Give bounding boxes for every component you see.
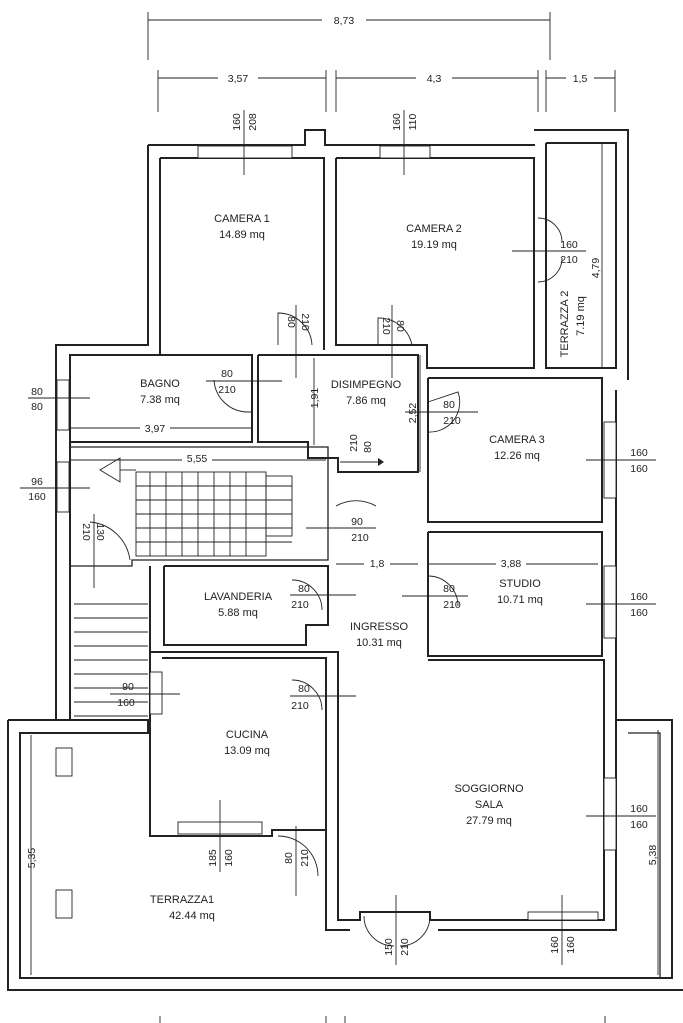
dim-studio-width: 3,88 [501, 558, 522, 570]
bagno-door-height: 210 [218, 384, 236, 396]
lav-door-width: 80 [298, 583, 310, 595]
bagno-door-width: 80 [221, 368, 233, 380]
dimension-lines [30, 12, 659, 1023]
room-camera2-name: CAMERA 2 [406, 223, 462, 235]
stair-door-width: 130 [94, 523, 106, 541]
stair-door-height: 210 [80, 523, 92, 541]
cucina-terrace-door-width: 80 [283, 852, 295, 864]
room-disimpegno-name: DISIMPEGNO [331, 379, 402, 391]
dim-ingresso-width: 1,8 [370, 558, 385, 570]
entry-door-width: 150 [383, 938, 395, 956]
disimp-door-width: 80 [362, 441, 374, 453]
studio-door-width: 80 [443, 583, 455, 595]
room-ingresso-area: 10.31 mq [356, 637, 402, 649]
dimension-labels: 8,73 3,57 4,3 1,5 4,79 1,91 2,52 3,97 5,… [26, 12, 659, 868]
room-cucina-name: CUCINA [226, 729, 269, 741]
room-studio-area: 10.71 mq [497, 594, 543, 606]
walls [7, 129, 683, 991]
room-camera3-name: CAMERA 3 [489, 434, 545, 446]
cam3-door-width: 80 [443, 399, 455, 411]
dim-terrace2-height: 4,79 [590, 258, 602, 279]
cucina-side-window-width: 90 [122, 681, 134, 693]
dim-top-middle: 4,3 [427, 73, 442, 85]
dim-stair-width: 5,55 [187, 453, 208, 465]
room-disimpegno-area: 7.86 mq [346, 395, 386, 407]
dim-terrace1-right: 5,38 [647, 845, 659, 866]
room-ingresso-name: INGRESSO [350, 621, 409, 633]
cam2-window-height: 110 [407, 113, 419, 130]
cucina-terrace-door-height: 210 [299, 849, 311, 867]
cucina-side-window-height: 160 [117, 697, 135, 709]
room-soggiorno-name: SOGGIORNO [454, 783, 524, 795]
room-camera3-area: 12.26 mq [494, 450, 540, 462]
staircase [74, 457, 293, 717]
room-studio-name: STUDIO [499, 578, 541, 590]
room-terrazza1-name: TERRAZZA1 [150, 894, 214, 906]
bagno-window-width: 80 [31, 386, 43, 398]
cam1-door-height: 210 [299, 313, 311, 331]
opening-labels: 160 208 160 110 160 210 80 210 80 210 80… [20, 110, 656, 965]
stair-window-height: 160 [28, 491, 46, 503]
room-camera1-name: CAMERA 1 [214, 213, 270, 225]
dim-disimpegno-side: 2,52 [407, 403, 419, 424]
room-terrazza2-name: TERRAZZA 2 [559, 291, 571, 358]
room-lavanderia-area: 5.88 mq [218, 607, 258, 619]
room-lavanderia-name: LAVANDERIA [204, 591, 273, 603]
disimp-door-height: 210 [348, 434, 360, 452]
room-bagno-area: 7.38 mq [140, 394, 180, 406]
dim-disimpegno-height: 1,91 [309, 388, 321, 409]
studio-window-height: 160 [630, 607, 648, 619]
lav-door-height: 210 [291, 599, 309, 611]
ter2-door-height: 210 [560, 254, 578, 266]
room-labels: CAMERA 1 14.89 mq CAMERA 2 19.19 mq TERR… [140, 213, 587, 922]
dim-overall-width: 8,73 [334, 15, 355, 27]
cam2-door-height: 210 [380, 317, 392, 335]
room-bagno-name: BAGNO [140, 378, 180, 390]
doors [89, 217, 563, 947]
room-terrazza2-area: 7.19 mq [575, 296, 587, 336]
dim-terrace1-left: 5,35 [26, 848, 38, 869]
cam3-door-height: 210 [443, 415, 461, 427]
room-camera2-area: 19.19 mq [411, 239, 457, 251]
cam1-door-width: 80 [285, 316, 297, 328]
cam3-window-width: 160 [630, 447, 648, 459]
cam3-window-height: 160 [630, 463, 648, 475]
sogg-side-window-width: 160 [630, 803, 648, 815]
stair-window-width: 96 [31, 476, 43, 488]
cam2-window-width: 160 [391, 113, 403, 131]
bagno-window-height: 80 [31, 401, 43, 413]
entry-door-height: 210 [399, 938, 411, 956]
room-camera1-area: 14.89 mq [219, 229, 265, 241]
studio-door-height: 210 [443, 599, 461, 611]
sogg-bottom-window-width: 160 [549, 936, 561, 954]
sogg-side-window-height: 160 [630, 819, 648, 831]
dim-top-right: 1,5 [573, 73, 588, 85]
ingresso-door-height: 210 [351, 532, 369, 544]
cam2-door-width: 80 [394, 320, 406, 332]
cucina-door-height: 210 [291, 700, 309, 712]
ingresso-door-width: 90 [351, 516, 363, 528]
room-soggiorno-name2: SALA [475, 799, 504, 811]
dim-top-left: 3,57 [228, 73, 249, 85]
studio-window-width: 160 [630, 591, 648, 603]
ter2-door-width: 160 [560, 239, 578, 251]
room-terrazza1-area: 42.44 mq [169, 910, 215, 922]
dim-bagno-width: 3,97 [145, 423, 166, 435]
cam1-window-width: 160 [231, 113, 243, 131]
cucina-bottom-window-height: 160 [223, 849, 235, 867]
room-cucina-area: 13.09 mq [224, 745, 270, 757]
cam1-window-height: 208 [247, 113, 259, 131]
room-soggiorno-area: 27.79 mq [466, 815, 512, 827]
cucina-door-width: 80 [298, 683, 310, 695]
cucina-bottom-window-width: 185 [207, 849, 219, 867]
sogg-bottom-window-height: 160 [565, 936, 577, 954]
